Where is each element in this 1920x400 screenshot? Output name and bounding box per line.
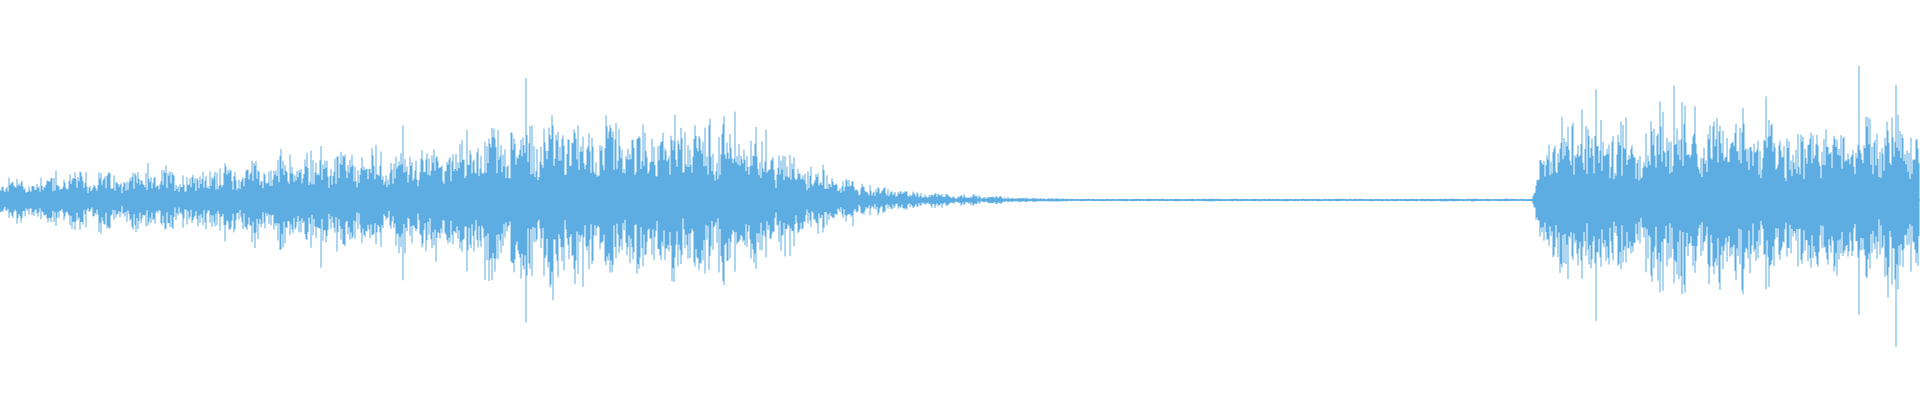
waveform-path bbox=[0, 66, 1920, 347]
waveform-strokes bbox=[0, 66, 1920, 347]
